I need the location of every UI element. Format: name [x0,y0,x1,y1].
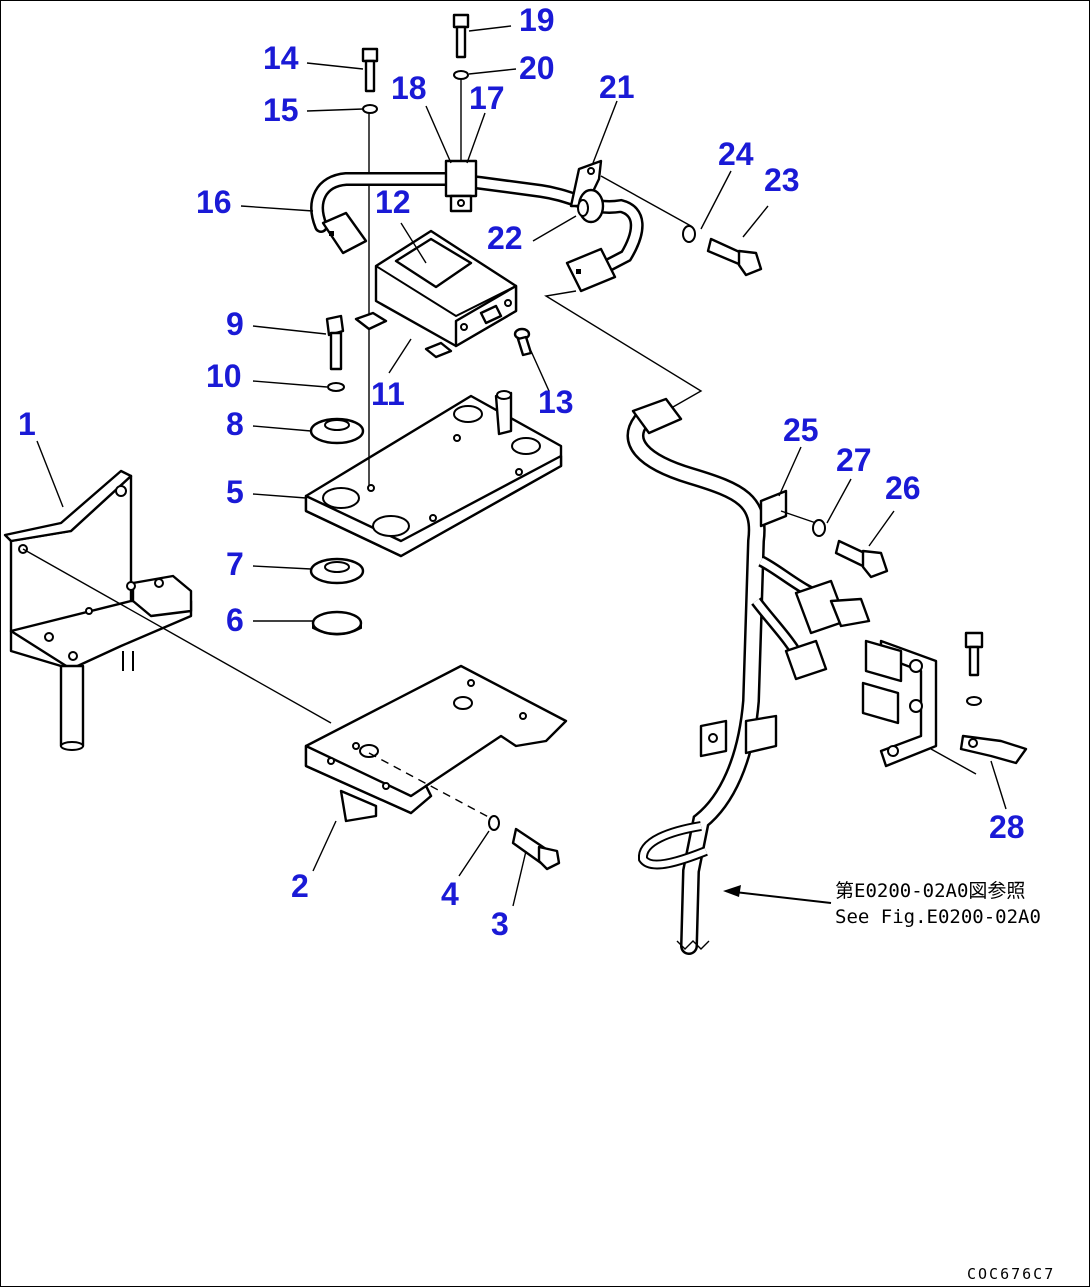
bolt-part-3 [511,827,561,871]
reference-note-english: See Fig.E0200-02A0 [835,906,1041,928]
washer-part-6 [311,610,363,636]
callout-25: 25 [783,412,819,448]
washer-part-24 [682,225,696,243]
callout-26: 26 [885,470,921,506]
bolt-part-14 [361,47,379,93]
callout-2: 2 [291,868,309,904]
callout-leaders [36,25,1007,907]
callout-3: 3 [491,906,509,942]
bolt-part-9 [325,314,345,371]
bolt-part-19 [452,13,470,59]
callout-13: 13 [538,384,574,420]
plate-part-5 [304,390,563,558]
bracket-part-1 [3,469,193,751]
callout-27: 27 [836,442,872,478]
reference-note-japanese: 第E0200-02A0図参照 [835,880,1025,902]
washer-part-20 [453,70,469,80]
callout-20: 20 [519,50,555,86]
grommet-part-7 [309,557,365,585]
callout-16: 16 [196,184,232,220]
callout-19: 19 [519,2,555,38]
control-unit-part-12 [354,229,518,359]
wire-harness-lower [626,397,871,955]
leader-line-25-27 [780,510,817,524]
callout-6: 6 [226,602,244,638]
leader-line-2-3 [368,752,497,822]
callout-18: 18 [391,70,427,106]
leader-line-28 [930,748,977,775]
callout-9: 9 [226,306,244,342]
washer-part-10 [327,382,345,392]
grommet-part-22 [577,188,605,224]
callout-28: 28 [989,809,1025,845]
callout-12: 12 [375,184,411,220]
callout-21: 21 [599,69,635,105]
leader-line-21-24 [600,175,692,227]
callout-15: 15 [263,92,299,128]
relay-bracket-part-28 [861,631,1028,768]
callout-24: 24 [718,136,754,172]
washer-part-27 [812,519,826,537]
plate-part-2 [304,664,568,823]
washer-part-15 [362,104,378,114]
callout-23: 23 [764,162,800,198]
leader-line-1-2 [22,548,332,724]
callout-4: 4 [441,876,459,912]
callout-1: 1 [18,406,36,442]
callout-7: 7 [226,546,244,582]
callout-17: 17 [469,80,505,116]
bolt-part-26 [834,539,889,579]
callout-22: 22 [487,220,523,256]
callout-10: 10 [206,358,242,394]
screw-part-13 [513,327,533,357]
callout-14: 14 [263,40,299,76]
callout-labels: 1 2 3 4 5 6 7 8 9 10 11 12 13 14 15 16 1… [18,2,1025,942]
clamp-part-18 [444,159,478,213]
washer-part-4 [488,815,500,831]
bolt-part-23 [706,237,763,277]
drawing-code: COC676C7 [967,1265,1055,1283]
harness-connection-line [544,290,703,412]
callout-5: 5 [226,474,244,510]
callout-8: 8 [226,406,244,442]
callout-11: 11 [371,376,405,412]
grommet-part-8 [309,417,365,445]
